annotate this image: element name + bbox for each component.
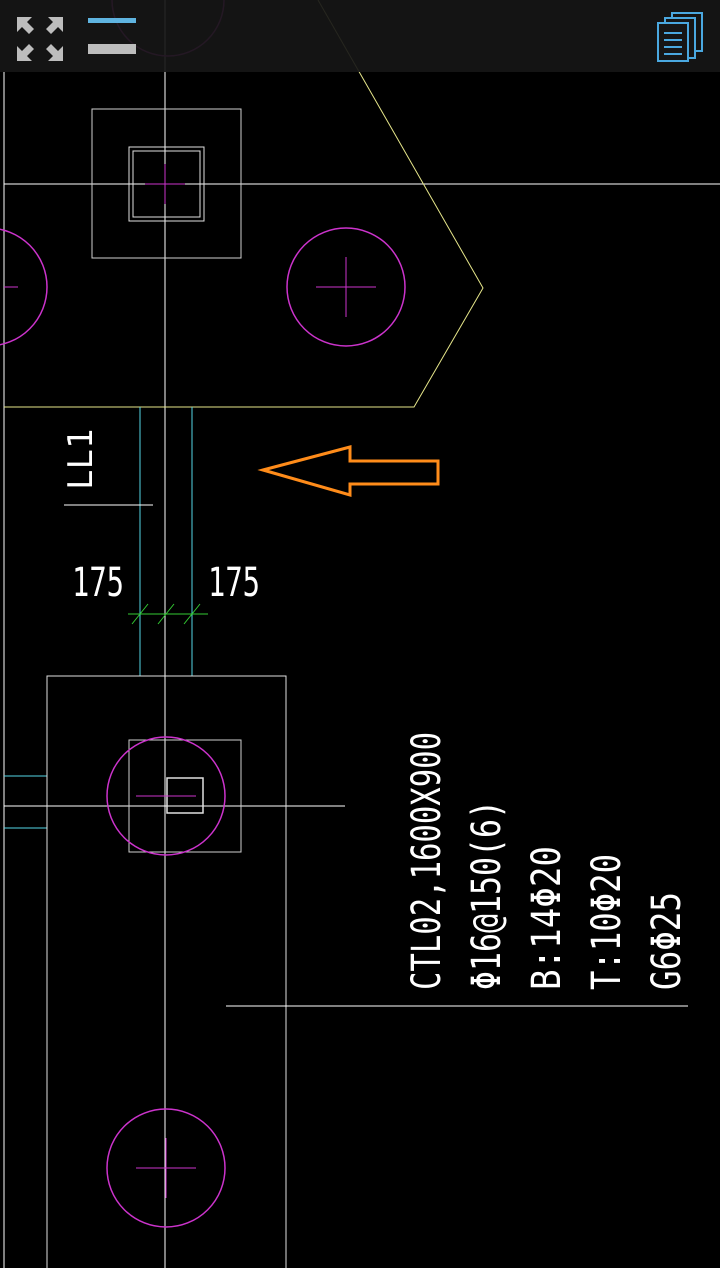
fullscreen-button[interactable] — [14, 14, 66, 64]
column-footing-top — [91, 108, 242, 259]
cap-note-line-4: T:10Φ20 — [584, 854, 630, 990]
pile-circle-right — [286, 227, 406, 347]
cap-note-line-3: B:14Φ20 — [524, 846, 570, 990]
layers-toggle-icon — [88, 18, 136, 54]
top-toolbar — [0, 0, 720, 72]
hexagon-cap-outline — [4, 0, 484, 408]
dimension-tick-1 — [131, 603, 149, 625]
annotation-arrow-left — [257, 445, 440, 497]
cap-note-line-5: G6Φ25 — [644, 892, 690, 990]
fullscreen-icon — [17, 17, 63, 61]
documents-stack-icon — [657, 12, 703, 62]
dimension-tick-2 — [157, 603, 175, 625]
cap-note-line-1: CTL02,1600X900 — [404, 732, 450, 990]
layers-toggle-button[interactable] — [86, 14, 138, 60]
dimension-text-left: 175 — [72, 560, 124, 606]
dimension-tick-3 — [183, 603, 201, 625]
cap-note-line-2: Φ16@150(6) — [464, 800, 510, 990]
dimension-text-right: 175 — [208, 560, 260, 606]
pile-circle-lower-1 — [106, 736, 226, 856]
column-section-top-inner — [132, 150, 201, 218]
beam-label: LL1 — [61, 429, 101, 490]
pile-circle-left — [0, 228, 48, 346]
column-section-top-outer — [128, 146, 205, 222]
pile-cap-lower-outline — [46, 675, 287, 1268]
pile-circle-lower-2 — [106, 1108, 226, 1228]
cap-notes: CTL02,1600X900 Φ16@150(6) B:14Φ20 T:10Φ2… — [404, 732, 690, 990]
documents-button[interactable] — [654, 10, 706, 64]
